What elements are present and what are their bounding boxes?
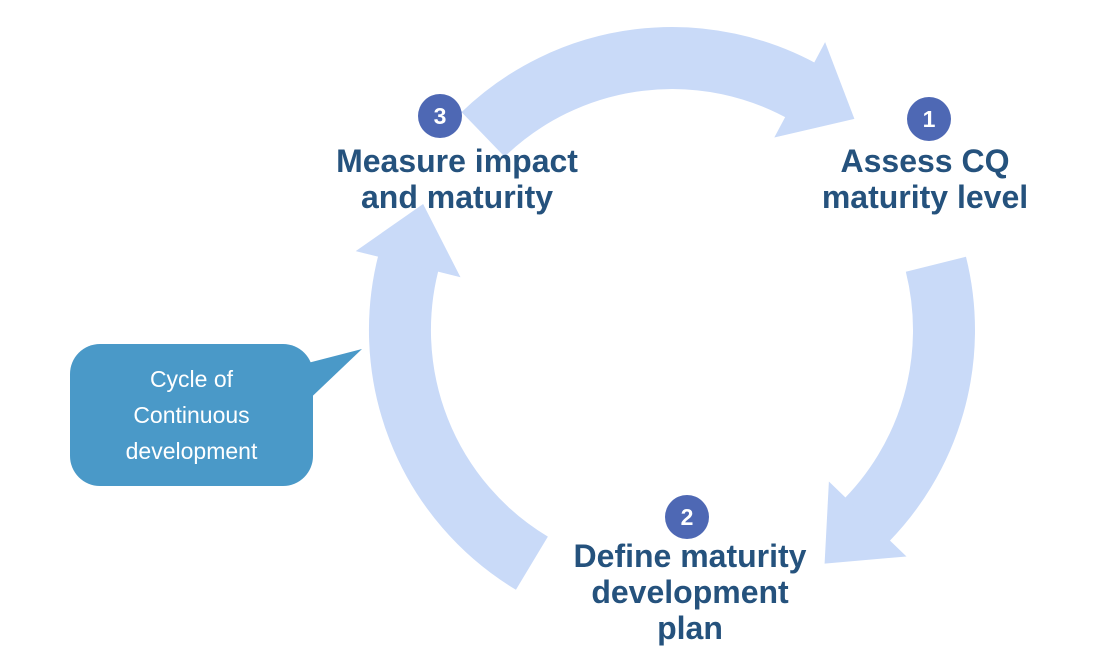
step-2-label: Define maturity development plan (573, 538, 807, 646)
callout-bubble: Cycle of Continuous development (70, 344, 313, 486)
arrow-1-to-2-head (824, 481, 907, 564)
step-1-badge: 1 (907, 97, 951, 141)
step-1-label: Assess CQ maturity level (821, 143, 1029, 215)
arrow-3-to-1-head (774, 42, 855, 138)
arrow-2-to-3-body (369, 246, 549, 590)
callout-tail (300, 349, 362, 408)
arrow-2-to-3-head (355, 204, 461, 278)
arrow-3-to-1 (461, 27, 855, 157)
arrow-2-to-3 (355, 204, 549, 590)
step-2-badge: 2 (665, 495, 709, 539)
arrow-3-to-1-body (461, 27, 824, 157)
step-3-label: Measure impact and maturity (336, 143, 578, 215)
arrow-1-to-2 (824, 256, 975, 564)
arrow-1-to-2-body (839, 256, 975, 548)
step-3-badge: 3 (418, 94, 462, 138)
